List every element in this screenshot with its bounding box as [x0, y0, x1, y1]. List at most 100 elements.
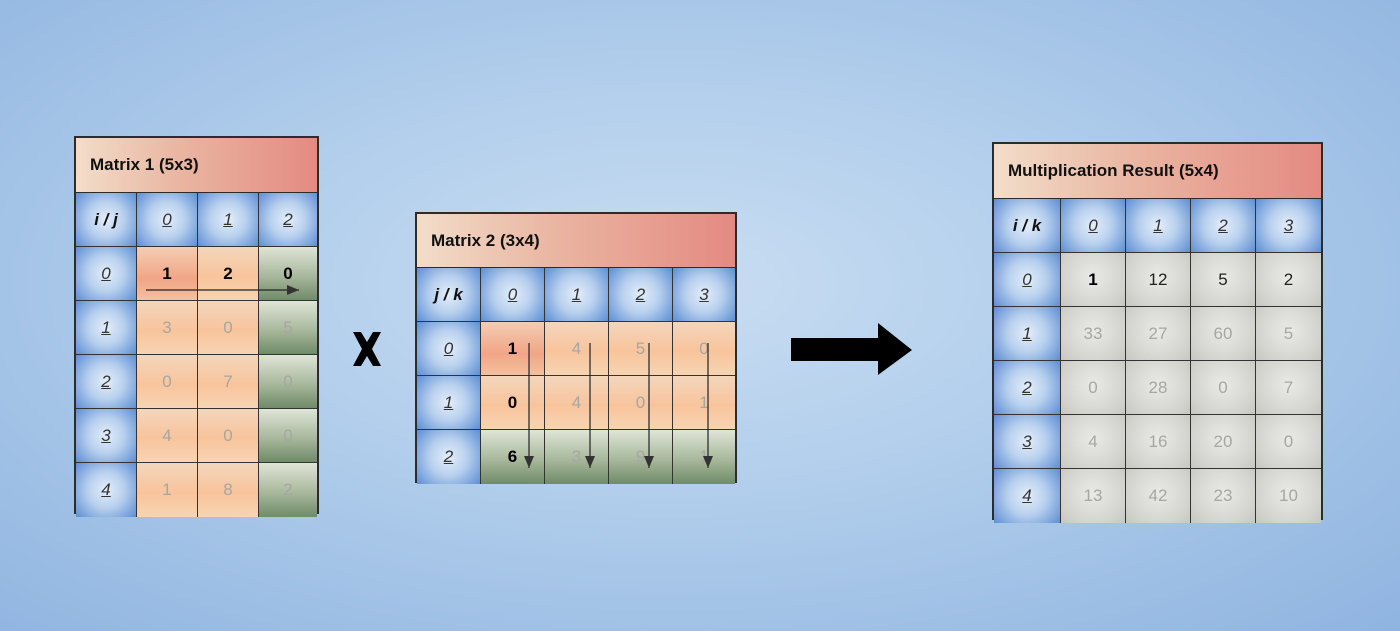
result-value-cell: 28: [1126, 361, 1191, 415]
matrix1-row-header: 0: [76, 247, 137, 301]
matrix2-col-header-label: 2: [635, 284, 646, 304]
matrix1-value-cell: 0: [259, 409, 317, 463]
matrix1-value-cell: 0: [198, 301, 259, 355]
matrix2-row-header: 0: [417, 322, 481, 376]
matrix-2-title: Matrix 2 (3x4): [417, 214, 735, 268]
matrix1-row-header-label: 2: [101, 371, 111, 391]
matrix2-value-cell: 1: [673, 376, 735, 430]
matrix1-col-header: 2: [259, 193, 317, 247]
matrix2-value-cell: 4: [545, 322, 609, 376]
result-col-header-label: 2: [1218, 215, 1228, 235]
result-value-cell: 2: [1256, 253, 1321, 307]
matrix1-value-cell: 0: [198, 409, 259, 463]
matrix1-row-header: 1: [76, 301, 137, 355]
matrix2-value-cell: 0: [673, 322, 735, 376]
matrix1-col-header-label: 1: [223, 209, 233, 229]
result-row-header-label: 3: [1022, 431, 1032, 451]
result-value-cell: 5: [1256, 307, 1321, 361]
matrix2-col-header: 1: [545, 268, 609, 322]
matrix2-value-cell: 0: [609, 376, 673, 430]
matrix1-row-header: 4: [76, 463, 137, 517]
result-value-cell: 42: [1126, 469, 1191, 523]
result-corner-text: i / k: [1012, 215, 1042, 235]
matrix1-corner-text: i / j: [94, 209, 118, 229]
matrix1-value-cell: 2: [259, 463, 317, 517]
matrix2-corner-text: j / k: [434, 284, 463, 304]
matrix1-row-header-label: 3: [101, 425, 111, 445]
result-col-header: 2: [1191, 199, 1256, 253]
result-value-cell: 27: [1126, 307, 1191, 361]
result-row-header: 2: [994, 361, 1061, 415]
result-col-header: 3: [1256, 199, 1321, 253]
result-value-cell: 5: [1191, 253, 1256, 307]
matrix2-value-cell: 1: [673, 430, 735, 484]
result-corner-label: i / k: [994, 199, 1061, 253]
matrix2-col-header: 0: [481, 268, 545, 322]
result-row-header: 1: [994, 307, 1061, 361]
result-col-header-label: 3: [1283, 215, 1294, 235]
matrix1-value-cell: 8: [198, 463, 259, 517]
result-row-header: 3: [994, 415, 1061, 469]
matrix1-col-header: 1: [198, 193, 259, 247]
result-value-cell: 23: [1191, 469, 1256, 523]
matrix2-col-header-label: 3: [699, 284, 709, 304]
matrix1-row-header-label: 0: [101, 263, 111, 283]
matrix2-value-cell: 0: [481, 376, 545, 430]
matrix1-value-cell: 3: [137, 301, 198, 355]
result-col-header: 0: [1061, 199, 1126, 253]
result-value-cell: 60: [1191, 307, 1256, 361]
matrix2-value-cell: 9: [609, 430, 673, 484]
matrix2-row-header-label: 1: [443, 392, 454, 412]
result-value-cell: 0: [1191, 361, 1256, 415]
matrix1-col-header-label: 0: [162, 209, 172, 229]
matrix1-value-cell: 1: [137, 463, 198, 517]
result-value-cell: 0: [1256, 415, 1321, 469]
matrix2-col-header: 2: [609, 268, 673, 322]
matrix1-corner-label: i / j: [76, 193, 137, 247]
result-row-header-label: 0: [1022, 269, 1032, 289]
result-col-header-label: 1: [1153, 215, 1163, 235]
result-value-cell: 13: [1061, 469, 1126, 523]
result-value-cell: 0: [1061, 361, 1126, 415]
matrix2-value-cell: 3: [545, 430, 609, 484]
matrix2-corner-label: j / k: [417, 268, 481, 322]
result-value-cell: 33: [1061, 307, 1126, 361]
result-row-header: 4: [994, 469, 1061, 523]
matrix1-col-header-label: 2: [283, 209, 293, 229]
matrix1-row-header: 3: [76, 409, 137, 463]
result-row-header-label: 4: [1022, 486, 1032, 505]
result-value-cell: 16: [1126, 415, 1191, 469]
result-value-cell: 7: [1256, 361, 1321, 415]
result-col-header-label: 0: [1088, 215, 1098, 235]
matrix2-col-header: 3: [673, 268, 735, 322]
matrix2-value-cell: 1: [481, 322, 545, 376]
matrix2-row-header: 1: [417, 376, 481, 430]
matrix1-value-cell: 2: [198, 247, 259, 301]
result-value-cell: 20: [1191, 415, 1256, 469]
matrix2-col-header-label: 1: [571, 284, 582, 304]
matrix1-value-cell: 0: [137, 355, 198, 409]
matrix1-col-header: 0: [137, 193, 198, 247]
matrix2-row-header-label: 0: [443, 338, 454, 358]
matrix1-value-cell: 1: [137, 247, 198, 301]
matrix1-value-cell: 7: [198, 355, 259, 409]
matrix1-value-cell: 0: [259, 247, 317, 301]
matrix2-col-header-label: 0: [507, 284, 518, 304]
matrix2-value-cell: 6: [481, 430, 545, 484]
result-value-cell: 1: [1061, 253, 1126, 307]
result-col-header: 1: [1126, 199, 1191, 253]
